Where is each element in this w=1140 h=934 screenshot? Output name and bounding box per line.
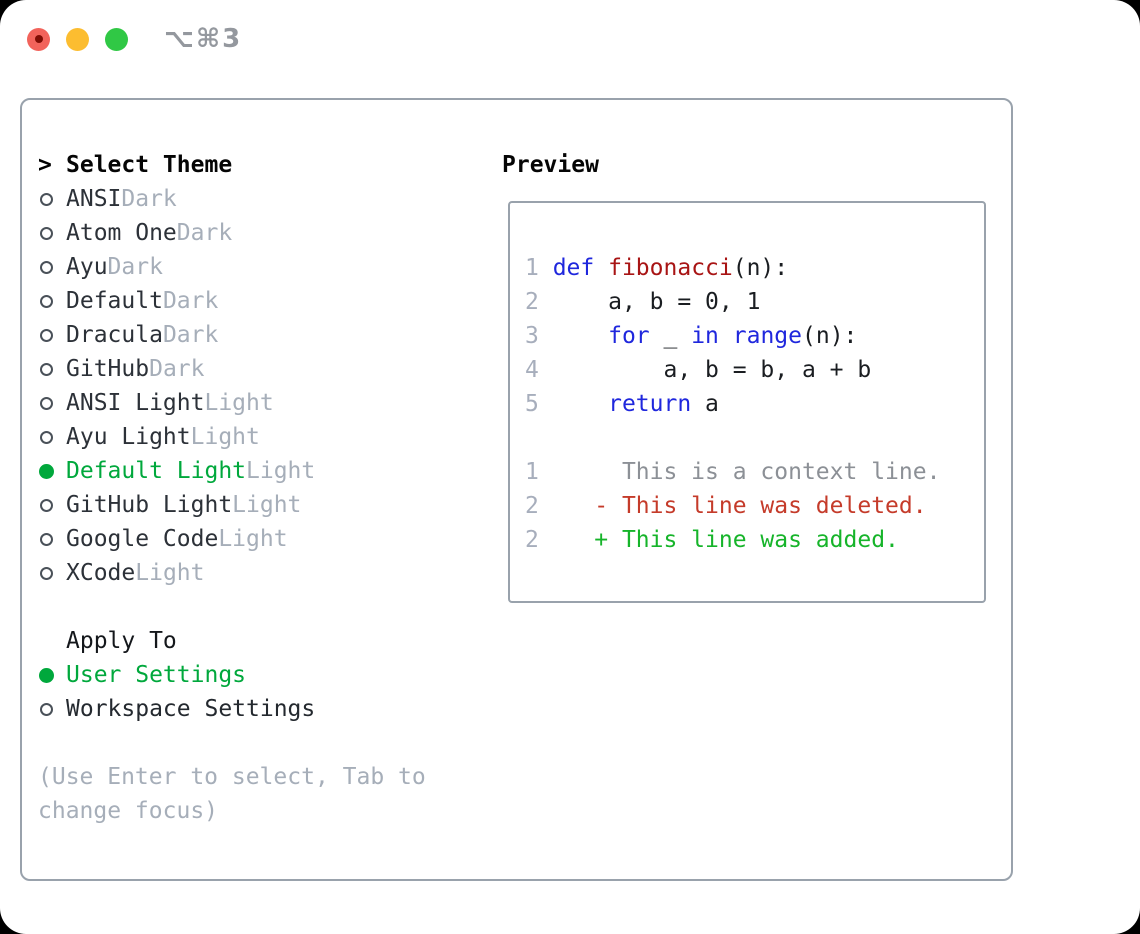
preview-line: 2 - This line was deleted. — [525, 493, 927, 519]
apply-option-workspace-settings[interactable]: Workspace Settings — [38, 692, 426, 726]
radio-icon — [40, 192, 53, 206]
radio-icon — [40, 532, 53, 546]
theme-item-github-light[interactable]: GitHub Light Light — [38, 488, 426, 522]
theme-item-label: Dracula — [66, 322, 163, 348]
preview-line: 2 a, b = 0, 1 — [525, 289, 761, 315]
theme-item-label: GitHub Light — [66, 492, 233, 518]
theme-variant-label: Light — [246, 458, 316, 484]
preview-line: 1 This is a context line. — [525, 459, 941, 485]
radio-icon — [40, 294, 53, 308]
theme-variant-label: Dark — [176, 220, 233, 246]
preview-line: 3 for _ in range(n): — [525, 323, 858, 349]
apply-to-header: Apply To — [38, 624, 426, 658]
focus-caret-icon: > — [38, 152, 52, 178]
theme-item-ansi[interactable]: ANSI Dark — [38, 182, 426, 216]
theme-item-label: ANSI Light — [66, 390, 205, 416]
apply-option-label: Workspace Settings — [66, 696, 316, 722]
keyboard-hint: (Use Enter to select, Tab to change focu… — [38, 764, 426, 824]
radio-selected-icon — [39, 667, 54, 683]
theme-item-label: Ayu — [66, 254, 108, 280]
theme-variant-label: Light — [204, 390, 274, 416]
theme-variant-label: Light — [218, 526, 288, 552]
minimize-button[interactable] — [66, 27, 89, 51]
theme-variant-label: Dark — [107, 254, 163, 280]
apply-to-label: Apply To — [66, 628, 177, 654]
traffic-lights — [27, 27, 128, 51]
theme-item-default-light[interactable]: Default Light Light — [38, 454, 426, 488]
radio-icon — [40, 702, 53, 716]
preview-line — [525, 421, 984, 455]
theme-variant-label: Dark — [162, 322, 219, 348]
select-theme-label: Select Theme — [66, 152, 233, 178]
theme-variant-label: Light — [232, 492, 302, 518]
theme-item-label: Atom One — [66, 220, 177, 246]
theme-item-atom-one[interactable]: Atom One Dark — [38, 216, 426, 250]
select-theme-header: > Select Theme — [38, 148, 426, 182]
theme-variant-label: Light — [135, 560, 205, 586]
theme-item-dracula[interactable]: Dracula Dark — [38, 318, 426, 352]
radio-icon — [40, 396, 53, 410]
theme-item-label: Default — [66, 288, 163, 314]
preview-title: Preview — [502, 152, 599, 178]
preview-code-box: 1 def fibonacci(n): 2 a, b = 0, 1 3 for _ … — [508, 201, 986, 603]
theme-item-label: Google Code — [66, 526, 219, 552]
theme-variant-label: Dark — [162, 288, 219, 314]
radio-icon — [40, 226, 53, 240]
radio-icon — [40, 328, 53, 342]
theme-item-label: ANSI — [66, 186, 122, 212]
theme-item-ansi-light[interactable]: ANSI Light Light — [38, 386, 426, 420]
theme-variant-label: Dark — [121, 186, 177, 212]
title-bar: ⌥⌘3 — [0, 0, 1140, 78]
radio-icon — [40, 430, 53, 444]
preview-line: 4 a, b = b, a + b — [525, 357, 872, 383]
preview-line: 1 def fibonacci(n): — [525, 255, 789, 281]
theme-item-label: Ayu Light — [66, 424, 191, 450]
preview-code: 1 def fibonacci(n): 2 a, b = 0, 1 3 for _ … — [525, 251, 984, 557]
theme-item-xcode[interactable]: XCode Light — [38, 556, 426, 590]
theme-item-default[interactable]: Default Dark — [38, 284, 426, 318]
preview-pane: Preview 1 def fibonacci(n): 2 a, b = 0, 1… — [502, 148, 986, 603]
window-title-shortcut: ⌥⌘3 — [164, 24, 243, 54]
preview-line: 5 return a — [525, 391, 719, 417]
radio-icon — [40, 498, 53, 512]
radio-icon — [40, 566, 53, 580]
theme-item-github[interactable]: GitHub Dark — [38, 352, 426, 386]
theme-item-ayu-light[interactable]: Ayu Light Light — [38, 420, 426, 454]
zoom-button[interactable] — [105, 27, 128, 51]
apply-option-user-settings[interactable]: User Settings — [38, 658, 426, 692]
theme-variant-label: Light — [190, 424, 260, 450]
radio-icon — [40, 362, 53, 376]
theme-item-label: Default Light — [66, 458, 247, 484]
apply-option-label: User Settings — [66, 662, 247, 688]
close-button[interactable] — [27, 27, 50, 51]
theme-item-google-code[interactable]: Google Code Light — [38, 522, 426, 556]
theme-item-ayu[interactable]: Ayu Dark — [38, 250, 426, 284]
radio-selected-icon — [39, 463, 54, 479]
theme-item-label: GitHub — [66, 356, 150, 382]
theme-variant-label: Dark — [149, 356, 205, 382]
theme-item-label: XCode — [66, 560, 136, 586]
radio-icon — [40, 260, 53, 274]
preview-line: 2 + This line was added. — [525, 527, 899, 553]
